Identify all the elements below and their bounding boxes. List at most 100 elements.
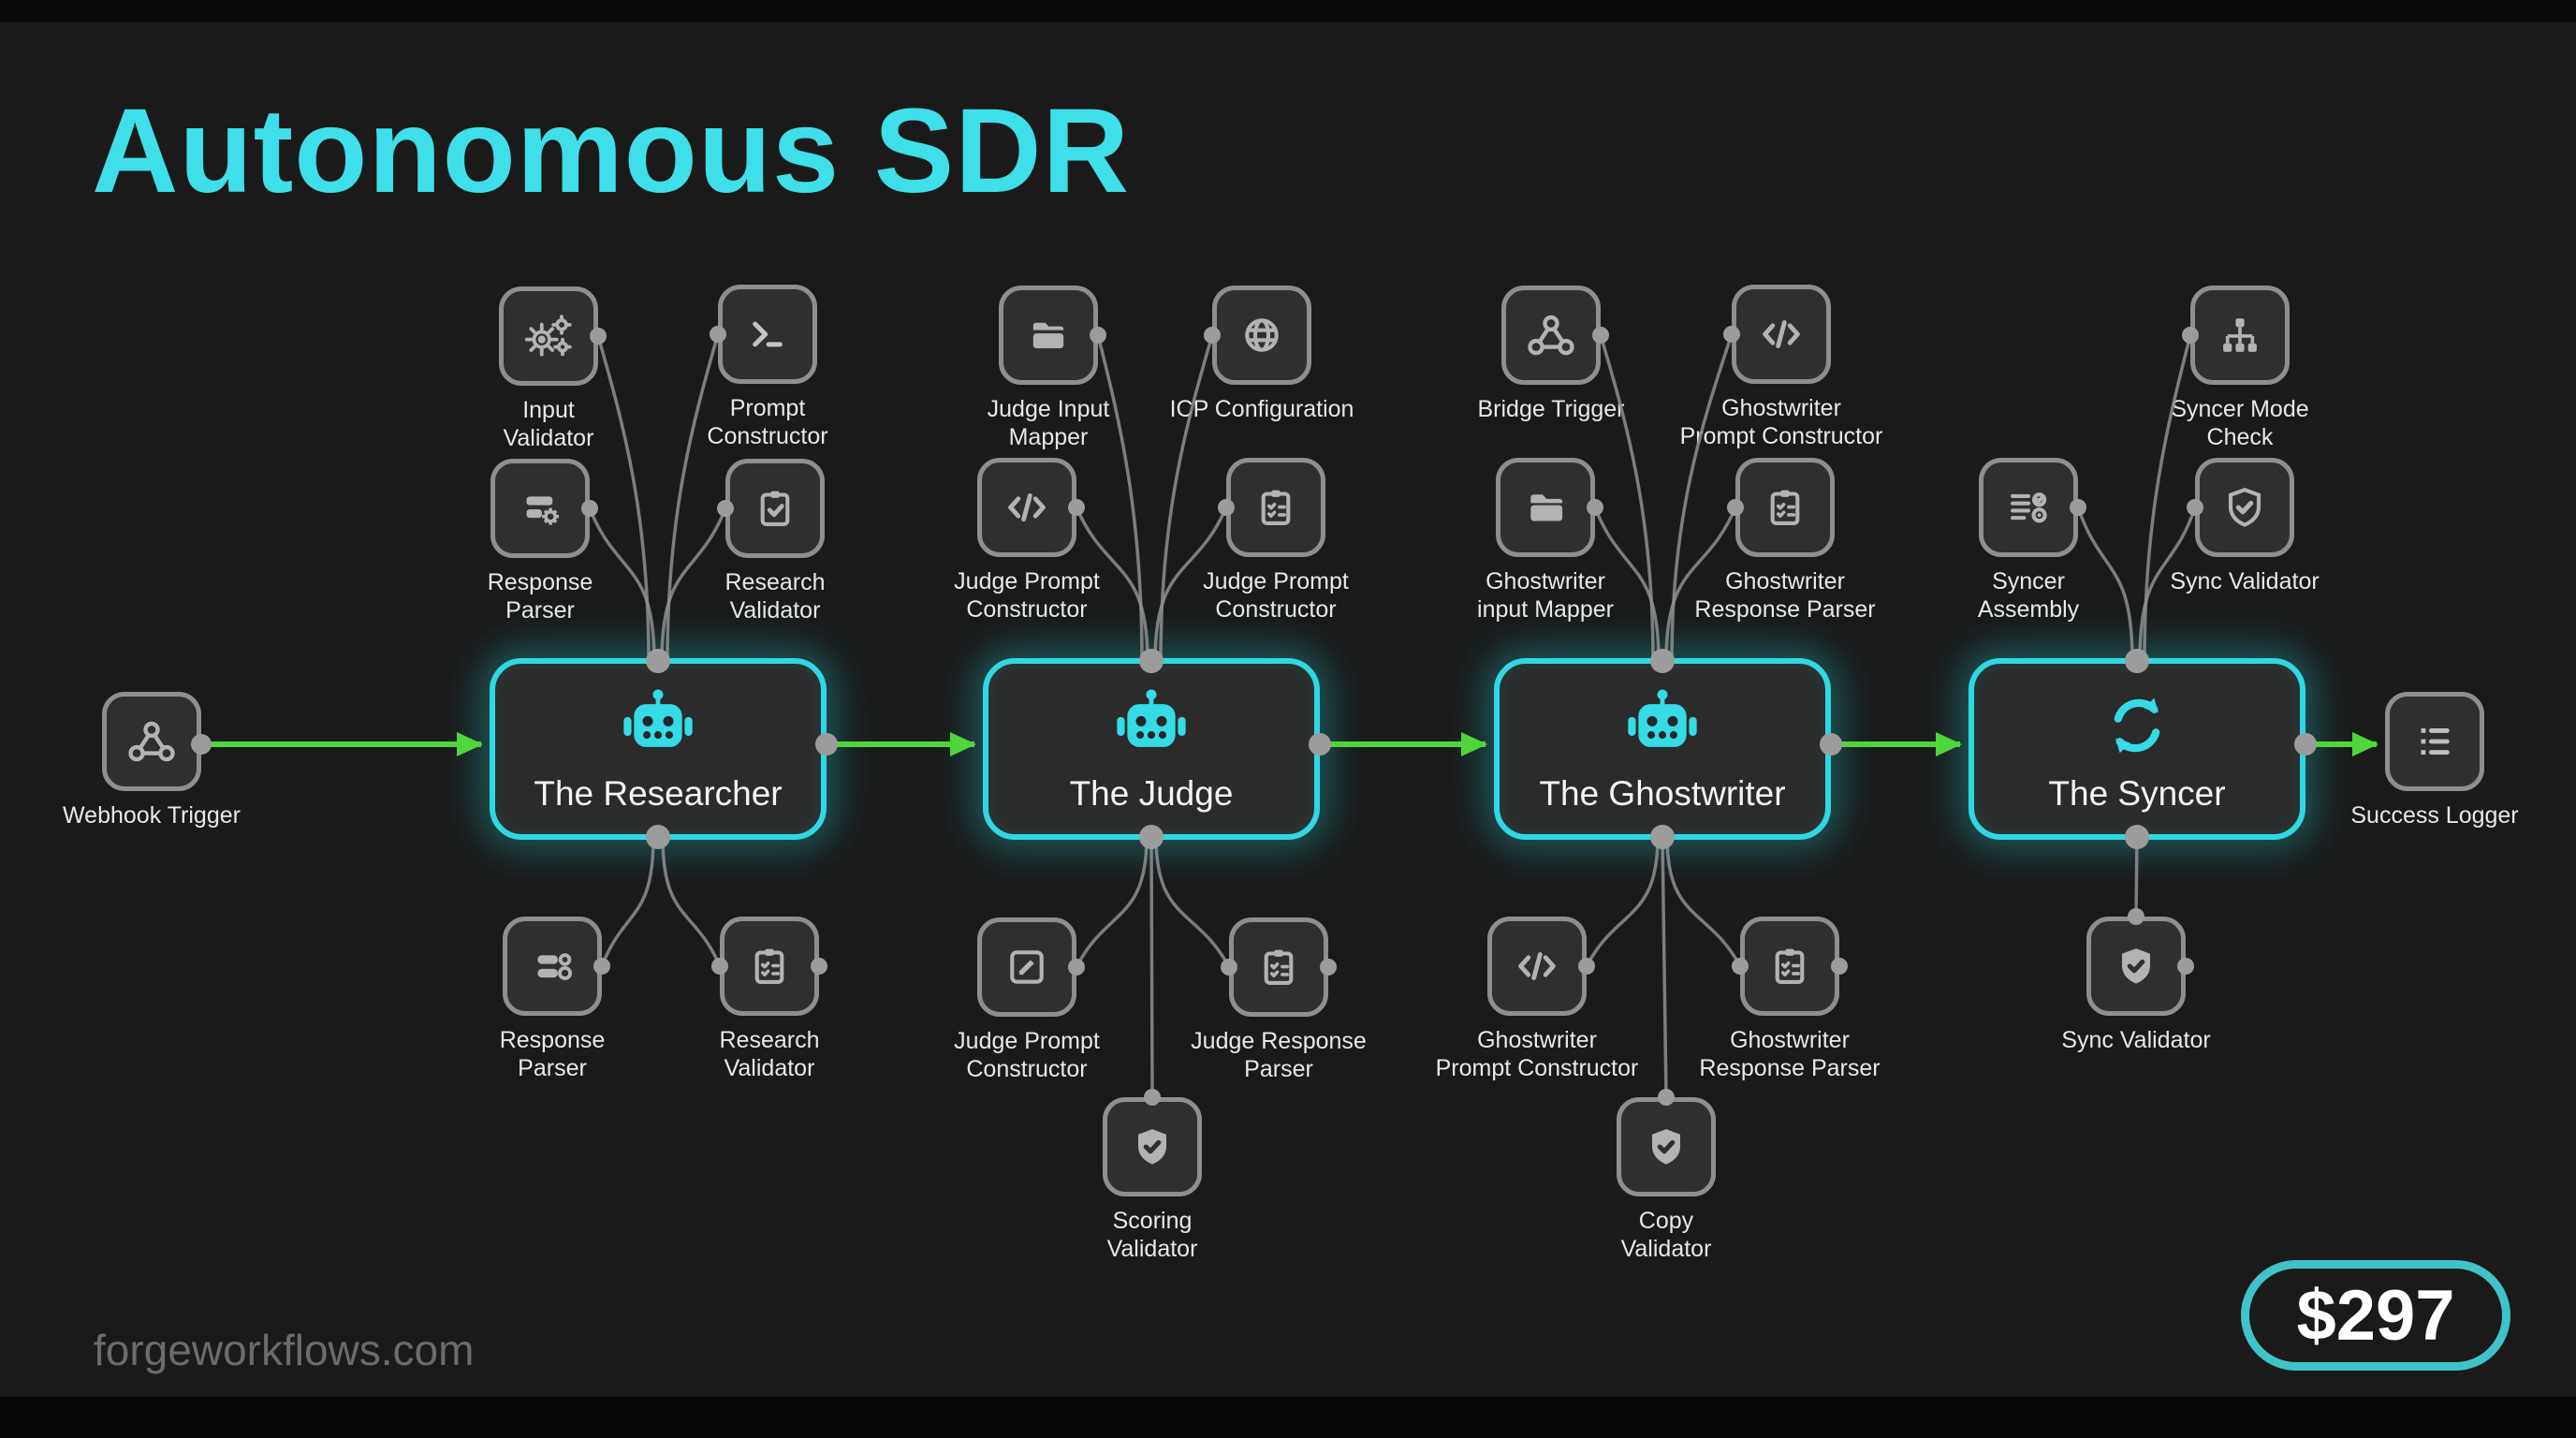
bottom-letterbox-bar <box>0 1397 2576 1438</box>
toggles-icon <box>525 939 579 993</box>
node-box[interactable] <box>1501 286 1601 385</box>
node-judge-prompt-constructor[interactable]: Judge Prompt Constructor <box>1164 458 1388 624</box>
robot-icon <box>1621 684 1704 767</box>
node-box[interactable] <box>1732 285 1831 384</box>
top-letterbox-bar <box>0 0 2576 22</box>
node-syncer-assembly[interactable]: Syncer Assembly <box>1916 458 2141 624</box>
node-label: Ghostwriter input Mapper <box>1477 568 1614 623</box>
sync-icon <box>2096 684 2178 767</box>
node-box[interactable] <box>2086 917 2186 1016</box>
node-box[interactable] <box>490 459 590 558</box>
list-badges-icon <box>2001 480 2056 535</box>
node-label: Response Parser <box>487 569 593 624</box>
shield-check-outline-icon <box>2217 480 2272 535</box>
node-box[interactable] <box>718 285 817 384</box>
node-box[interactable] <box>720 917 819 1016</box>
shield-check-icon <box>1125 1120 1179 1174</box>
node-box[interactable] <box>977 917 1076 1017</box>
node-label: Research Validator <box>724 569 826 624</box>
node-judge-input-mapper[interactable]: Judge Input Mapper <box>936 286 1161 451</box>
gears-icon <box>521 309 576 363</box>
node-scoring-validator[interactable]: Scoring Validator <box>1040 1097 1265 1263</box>
node-judge-prompt-constructor[interactable]: Judge Prompt Constructor <box>915 458 1139 624</box>
agent-label: The Judge <box>1069 774 1234 813</box>
node-prompt-constructor[interactable]: Prompt Constructor <box>655 285 880 450</box>
agent-label: The Syncer <box>2048 774 2226 813</box>
node-response-parser[interactable]: Response Parser <box>440 917 665 1082</box>
node-box[interactable] <box>1617 1097 1716 1196</box>
node-label: Response Parser <box>499 1027 606 1081</box>
clipboard-list-icon <box>1758 480 1812 535</box>
node-box[interactable] <box>2385 692 2484 791</box>
node-box[interactable] <box>1979 458 2078 557</box>
node-box[interactable] <box>999 286 1098 385</box>
edit-icon <box>1000 940 1054 994</box>
page-title: Autonomous SDR <box>92 84 1130 218</box>
node-bridge-trigger[interactable]: Bridge Trigger <box>1439 286 1663 424</box>
terminal-icon <box>740 307 795 361</box>
agent-node-researcher[interactable]: The Researcher <box>490 658 827 840</box>
agent-node-judge[interactable]: The Judge <box>983 658 1320 840</box>
node-copy-validator[interactable]: Copy Validator <box>1554 1097 1778 1263</box>
agent-node-syncer[interactable]: The Syncer <box>1969 658 2305 840</box>
node-label: Bridge Trigger <box>1477 396 1625 422</box>
node-box[interactable] <box>102 692 201 791</box>
node-label: Input Validator <box>503 397 594 451</box>
node-input-validator[interactable]: Input Validator <box>436 286 661 452</box>
node-box[interactable] <box>1103 1097 1202 1196</box>
node-label: Ghostwriter Response Parser <box>1699 1027 1881 1081</box>
node-box[interactable] <box>1212 286 1311 385</box>
node-box[interactable] <box>1226 458 1325 557</box>
globe-icon <box>1235 308 1289 362</box>
node-box[interactable] <box>977 458 1076 557</box>
node-research-validator[interactable]: Research Validator <box>663 459 887 624</box>
node-syncer-mode-check[interactable]: Syncer Mode Check <box>2128 286 2352 451</box>
node-label: Sync Validator <box>2170 568 2320 594</box>
clipboard-list-icon <box>1251 940 1306 994</box>
node-box[interactable] <box>499 286 598 386</box>
node-box[interactable] <box>1496 458 1595 557</box>
node-label: Syncer Mode Check <box>2171 396 2309 450</box>
webhook-icon <box>124 714 179 769</box>
clipboard-list-icon <box>1249 480 1303 535</box>
node-box[interactable] <box>1229 917 1328 1017</box>
robot-icon <box>1110 684 1193 767</box>
node-box[interactable] <box>2195 458 2294 557</box>
agent-node-ghostwriter[interactable]: The Ghostwriter <box>1494 658 1831 840</box>
webhook-icon <box>1524 308 1578 362</box>
agent-label: The Researcher <box>534 774 783 813</box>
node-judge-response-parser[interactable]: Judge Response Parser <box>1166 917 1391 1083</box>
node-sync-validator[interactable]: Sync Validator <box>2132 458 2357 596</box>
node-ghostwriter-prompt-constructor[interactable]: Ghostwriter Prompt Constructor <box>1669 285 1894 450</box>
node-box[interactable] <box>1740 917 1839 1016</box>
node-research-validator[interactable]: Research Validator <box>657 917 882 1082</box>
node-icp-configuration[interactable]: ICP Configuration <box>1149 286 1374 424</box>
shield-check-icon <box>1639 1120 1693 1174</box>
node-label: Judge Prompt Constructor <box>1203 568 1349 623</box>
node-label: Judge Prompt Constructor <box>954 1028 1100 1082</box>
node-box[interactable] <box>1735 458 1835 557</box>
node-ghostwriter-response-parser[interactable]: Ghostwriter Response Parser <box>1673 458 1897 624</box>
node-sync-validator[interactable]: Sync Validator <box>2024 917 2248 1055</box>
node-box[interactable] <box>2190 286 2290 385</box>
node-webhook-trigger[interactable]: Webhook Trigger <box>39 692 264 830</box>
node-ghostwriter-prompt-constructor[interactable]: Ghostwriter Prompt Constructor <box>1425 917 1649 1082</box>
node-label: Judge Prompt Constructor <box>954 568 1100 623</box>
price-text: $297 <box>2296 1275 2455 1356</box>
list-icon <box>2408 714 2462 769</box>
node-ghostwriter-input-mapper[interactable]: Ghostwriter input Mapper <box>1433 458 1658 624</box>
node-label: Research Validator <box>719 1027 820 1081</box>
node-label: ICP Configuration <box>1169 396 1354 422</box>
node-box[interactable] <box>1487 917 1587 1016</box>
node-success-logger[interactable]: Success Logger <box>2322 692 2547 830</box>
node-response-parser[interactable]: Response Parser <box>428 459 652 624</box>
node-box[interactable] <box>725 459 825 558</box>
node-judge-prompt-constructor[interactable]: Judge Prompt Constructor <box>915 917 1139 1083</box>
node-ghostwriter-response-parser[interactable]: Ghostwriter Response Parser <box>1677 917 1902 1082</box>
price-badge[interactable]: $297 <box>2241 1260 2510 1371</box>
node-box[interactable] <box>503 917 602 1016</box>
clipboard-list-icon <box>742 939 797 993</box>
node-label: Ghostwriter Prompt Constructor <box>1679 395 1883 449</box>
node-label: Prompt Constructor <box>707 395 828 449</box>
